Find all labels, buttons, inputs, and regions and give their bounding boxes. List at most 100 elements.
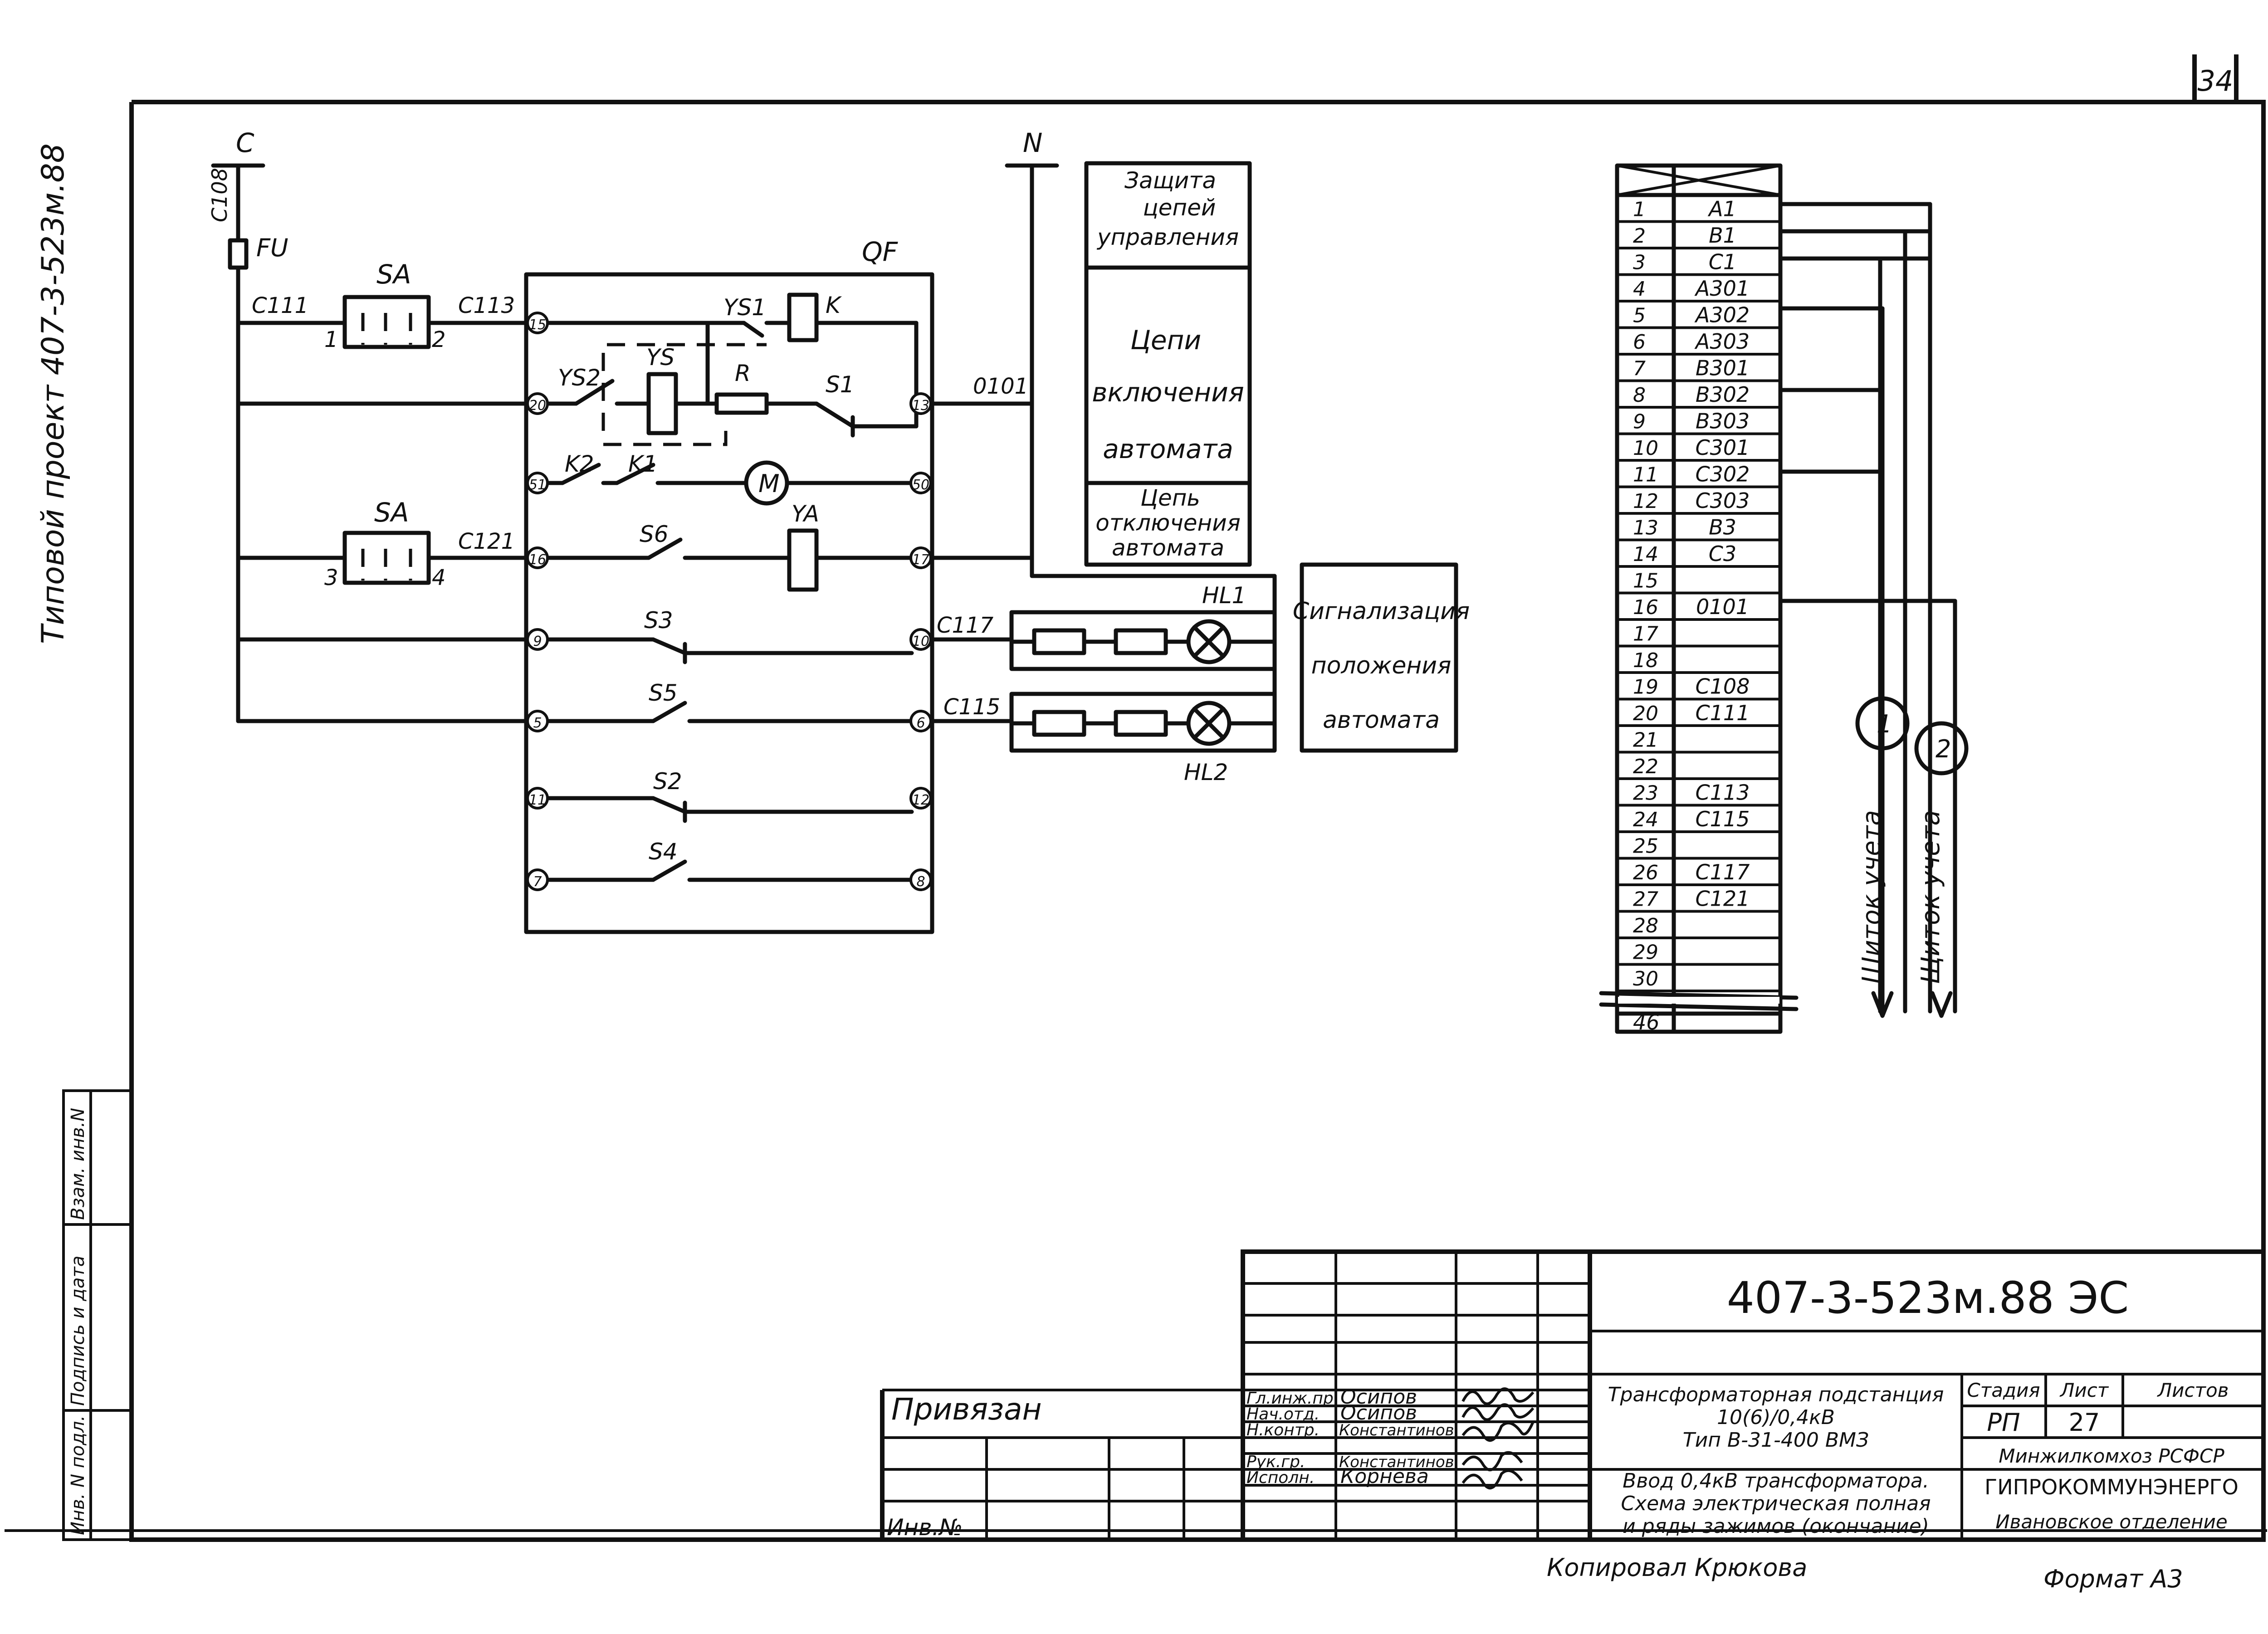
control-schematic: C C108 FU C111 SA 1 2 C113 SA 3 4 C121 bbox=[207, 127, 1277, 934]
block-protection-l3: управления bbox=[1096, 224, 1239, 250]
switch-s6-label: S6 bbox=[640, 521, 669, 547]
terminal-50: 50 bbox=[912, 477, 929, 493]
name-2: Осипов bbox=[1340, 1401, 1417, 1424]
signature-3 bbox=[1461, 1421, 1535, 1442]
sa1-pin-2: 2 bbox=[432, 327, 446, 352]
sheet-title-l2: Схема электрическая полная bbox=[1621, 1492, 1931, 1515]
terminal-row-number: 13 bbox=[1633, 517, 1658, 540]
terminal-row-wire: A301 bbox=[1694, 276, 1750, 301]
name-1: Осипов bbox=[1340, 1385, 1417, 1409]
lamp-hl2-label: HL2 bbox=[1184, 759, 1228, 785]
terminal-row-number: 1 bbox=[1633, 198, 1646, 221]
name-5: Корнева bbox=[1340, 1465, 1429, 1488]
terminal-row-wire: B302 bbox=[1696, 382, 1750, 407]
terminal-row-number: 23 bbox=[1633, 782, 1658, 805]
coil-ys-label: YS bbox=[646, 344, 675, 371]
contact-k1-label: K1 bbox=[628, 451, 658, 477]
terminal-row-wire: C111 bbox=[1696, 701, 1750, 725]
block-protection-l2: цепей bbox=[1143, 195, 1216, 221]
object-title-l2: 10(6)/0,4кВ bbox=[1717, 1406, 1835, 1429]
terminal-row-number: 4 bbox=[1633, 278, 1646, 301]
sa2-pin-3: 3 bbox=[324, 565, 338, 590]
terminal-row-wire: C108 bbox=[1696, 674, 1750, 699]
sheet-format: Формат А3 bbox=[2043, 1565, 2183, 1593]
switch-s3-label: S3 bbox=[644, 607, 673, 634]
wire-c108-label: C108 bbox=[207, 168, 232, 222]
block-closing-l2: включения bbox=[1092, 377, 1244, 408]
terminal-11: 11 bbox=[529, 792, 546, 808]
terminal-row-number: 18 bbox=[1633, 649, 1658, 672]
relay-k bbox=[787, 293, 819, 342]
object-title-l3: Тип В-31-400 ВМЗ bbox=[1683, 1429, 1869, 1452]
terminal-row-number: 8 bbox=[1633, 384, 1646, 407]
wire-c111-label: C111 bbox=[252, 293, 308, 318]
terminal-row-wire: C301 bbox=[1696, 435, 1750, 460]
ys1-label: YS1 bbox=[723, 294, 766, 321]
left-margin: Типовой проект 407-3-523м.88 Взам. инв.N… bbox=[35, 143, 133, 1541]
qf-right-terminals: 13 50 17 10 6 12 8 bbox=[909, 392, 932, 891]
sheet-title-l1: Ввод 0,4кВ трансформатора. bbox=[1623, 1469, 1929, 1493]
terminal-row-wire: C113 bbox=[1696, 780, 1750, 805]
terminal-7: 7 bbox=[533, 874, 542, 890]
terminal-20: 20 bbox=[529, 398, 546, 414]
resistor-r bbox=[714, 392, 769, 415]
block-signalling-l2: положения bbox=[1311, 652, 1452, 679]
terminal-row-number: 21 bbox=[1633, 729, 1658, 752]
bus-n-label: N bbox=[1023, 127, 1042, 158]
terminal-row-number: 28 bbox=[1633, 914, 1658, 937]
meter-1-label: 1 bbox=[1877, 710, 1892, 738]
terminal-row-46: 46 bbox=[1633, 1010, 1660, 1034]
sa1-label: SA bbox=[376, 259, 411, 290]
terminal-row-number: 7 bbox=[1633, 357, 1646, 380]
terminal-row-number: 15 bbox=[1633, 570, 1658, 593]
meter-circle-2 bbox=[1914, 721, 1969, 776]
role-4: Рук.гр. bbox=[1246, 1453, 1305, 1471]
sheet-title-l3: и ряды зажимов (окончание) bbox=[1623, 1515, 1929, 1538]
ys2-label: YS2 bbox=[558, 365, 601, 391]
terminal-row-number: 30 bbox=[1633, 967, 1658, 990]
meter-panel-2-label: Щиток учета bbox=[1916, 810, 1945, 984]
project-title: Типовой проект 407-3-523м.88 bbox=[35, 143, 71, 644]
switch-s4-label: S4 bbox=[649, 839, 678, 865]
terminal-17: 17 bbox=[912, 552, 929, 568]
terminal-row-wire: B3 bbox=[1709, 515, 1736, 540]
role-1: Гл.инж.пр. bbox=[1246, 1389, 1339, 1408]
terminal-row-number: 5 bbox=[1633, 304, 1646, 327]
terminal-row-number: 17 bbox=[1633, 623, 1658, 646]
terminal-row-number: 26 bbox=[1633, 861, 1658, 884]
terminal-row-number: 14 bbox=[1633, 543, 1658, 566]
org-l3: Ивановское отделение bbox=[1995, 1511, 2228, 1533]
doc-code: 407-3-523м.88 ЭС bbox=[1727, 1273, 2129, 1323]
terminal-row-wire: B303 bbox=[1696, 409, 1750, 434]
block-opening-l2: отключения bbox=[1095, 510, 1241, 536]
meter-circle-1 bbox=[1855, 696, 1910, 751]
contact-k2-label: K2 bbox=[565, 451, 594, 477]
org-l2: ГИПРОКОММУНЭНЕРГО bbox=[1984, 1475, 2239, 1499]
meter-panel-1-label: Щиток учета bbox=[1857, 810, 1887, 984]
block-protection-l1: Защита bbox=[1124, 167, 1216, 194]
signature-5 bbox=[1461, 1469, 1523, 1490]
terminal-row-number: 10 bbox=[1633, 437, 1658, 460]
terminal-6: 6 bbox=[916, 715, 925, 731]
terminal-row-number: 11 bbox=[1633, 463, 1658, 487]
terminal-row-number: 20 bbox=[1633, 702, 1658, 725]
terminal-row-number: 12 bbox=[1633, 490, 1658, 513]
name-3: Константинов bbox=[1339, 1421, 1454, 1439]
function-blocks: Защита цепей управления Цепи включения а… bbox=[1084, 161, 1470, 753]
terminal-9: 9 bbox=[533, 634, 542, 649]
sheets-label: Листов bbox=[2157, 1379, 2229, 1401]
bus-c-label: C bbox=[236, 127, 254, 158]
object-title-l1: Трансформаторная подстанция bbox=[1608, 1383, 1944, 1406]
terminal-row-number: 6 bbox=[1633, 331, 1646, 354]
org-l1: Минжилкомхоз РСФСР bbox=[1999, 1445, 2224, 1467]
coil-ys bbox=[646, 372, 678, 435]
terminal-row-number: 27 bbox=[1633, 888, 1658, 911]
block-closing-l1: Цепи bbox=[1130, 325, 1201, 356]
terminal-row-number: 9 bbox=[1633, 410, 1646, 434]
sa2-pin-4: 4 bbox=[432, 565, 446, 590]
wire-0101-label: 0101 bbox=[973, 374, 1028, 399]
block-signalling-l3: автомата bbox=[1323, 707, 1440, 734]
terminal-row-wire: 0101 bbox=[1696, 595, 1749, 619]
coil-ya-label: YA bbox=[792, 501, 819, 527]
